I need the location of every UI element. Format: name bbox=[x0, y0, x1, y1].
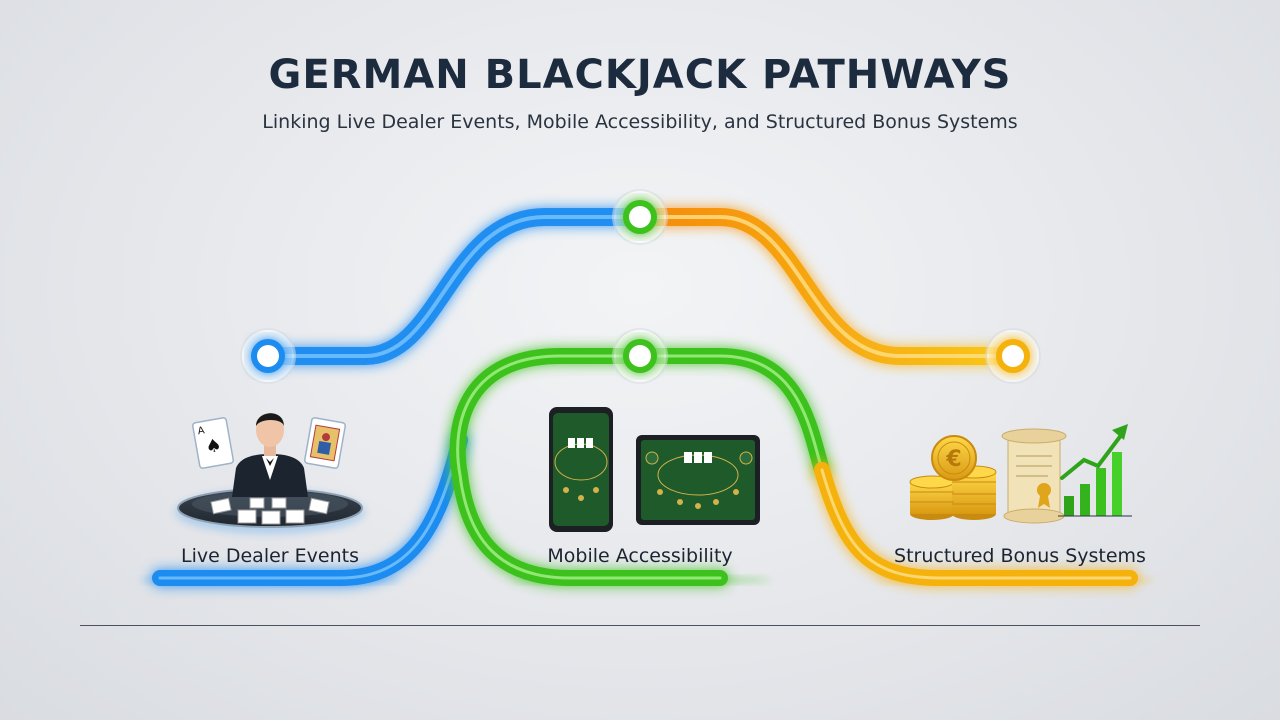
live-dealer-illustration: A ♠ bbox=[175, 413, 365, 534]
orange-path bbox=[631, 208, 1138, 586]
king-card bbox=[303, 417, 347, 469]
node-orange bbox=[985, 328, 1041, 384]
bonus-coins-illustration: € bbox=[909, 424, 1132, 524]
tablet-device bbox=[636, 435, 760, 525]
svg-text:A: A bbox=[197, 425, 206, 437]
dealer-figure bbox=[232, 413, 308, 497]
growth-chart-icon bbox=[1058, 424, 1132, 517]
phone-device bbox=[549, 407, 613, 532]
node-blue bbox=[240, 328, 296, 384]
svg-text:€: € bbox=[945, 447, 961, 472]
label-structured-bonus-systems: Structured Bonus Systems bbox=[894, 545, 1146, 567]
label-live-dealer-events: Live Dealer Events bbox=[181, 545, 359, 567]
node-top bbox=[612, 189, 668, 245]
scroll-certificate-icon bbox=[1001, 428, 1067, 524]
table-cards bbox=[210, 497, 330, 525]
node-middle bbox=[612, 328, 668, 384]
mobile-devices-illustration bbox=[549, 407, 760, 532]
svg-text:♠: ♠ bbox=[204, 435, 224, 458]
page-subtitle: Linking Live Dealer Events, Mobile Acces… bbox=[262, 111, 1018, 133]
footer-divider bbox=[80, 625, 1200, 626]
euro-coin-icon: € bbox=[931, 435, 977, 481]
label-mobile-accessibility: Mobile Accessibility bbox=[547, 545, 733, 567]
ace-of-spades-card: A ♠ bbox=[191, 417, 235, 469]
page-title: GERMAN BLACKJACK PATHWAYS bbox=[268, 52, 1012, 98]
